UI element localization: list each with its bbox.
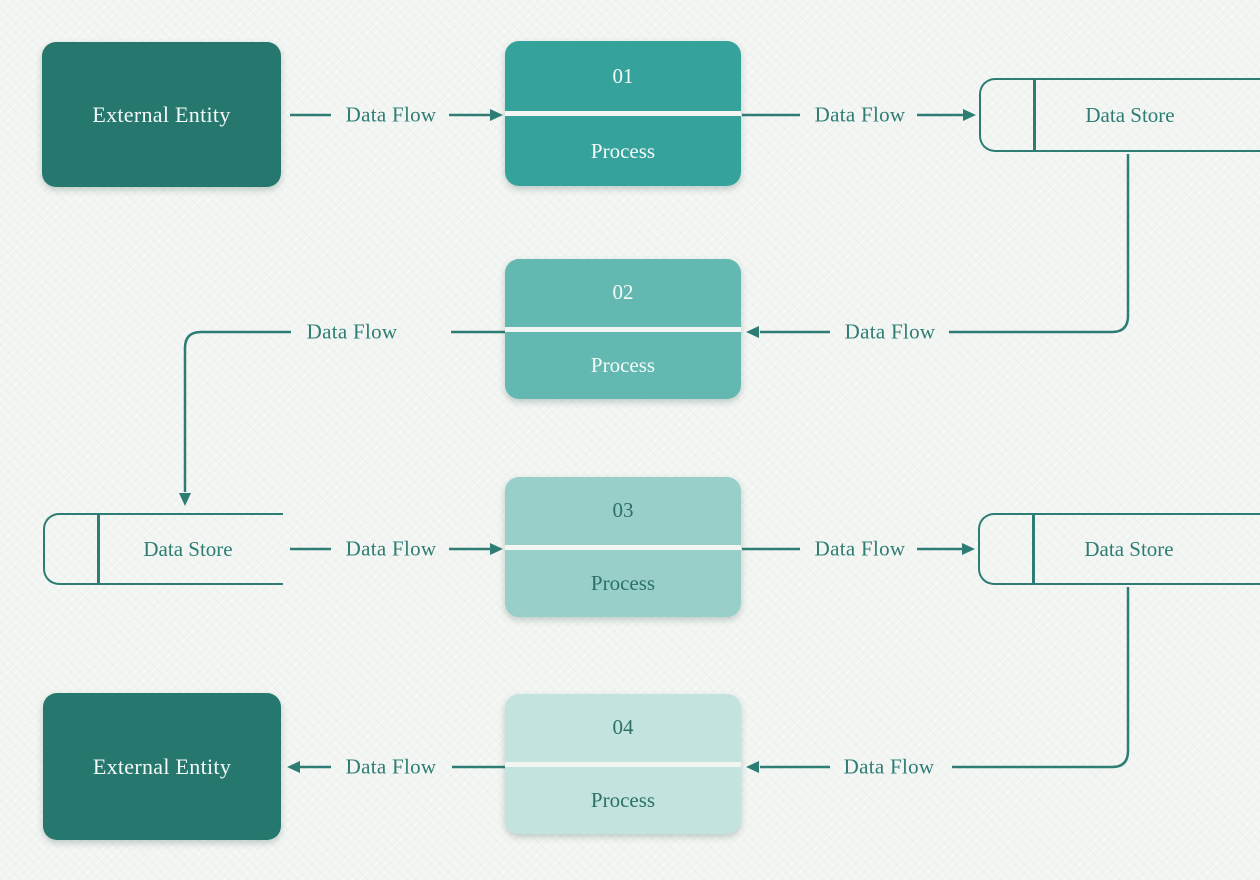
arrowhead [179,493,191,506]
process-divider [505,326,741,332]
external-entity-label: External Entity [92,753,232,779]
process-number: 01 [612,63,634,88]
data-store-middle-left[interactable]: Data Store [43,513,283,585]
arrowhead [962,543,975,555]
data-store-top-right[interactable]: Data Store [979,78,1260,152]
data-store-label: Data Store [143,536,233,561]
data-store-label: Data Store [1085,102,1175,127]
data-store-divider [1033,80,1036,150]
data-store-divider [1032,515,1035,583]
process-divider [505,111,741,116]
process-label: Process [590,787,656,812]
flow-line-elbow [952,587,1130,769]
process-label: Process [590,138,656,163]
process-04[interactable]: 04 Process [505,694,741,834]
process-label: Process [590,352,656,377]
flow-label-p03-to-ds-right[interactable]: Data Flow [814,536,906,561]
arrowhead [746,761,759,773]
flow-label-ee-top-to-p01[interactable]: Data Flow [345,102,437,127]
data-store-divider [97,515,100,583]
external-entity-label: External Entity [92,101,231,127]
process-number: 04 [612,715,634,740]
process-divider [505,544,741,550]
external-entity-top[interactable]: External Entity [42,42,281,187]
process-03[interactable]: 03 Process [505,477,741,617]
data-store-label: Data Store [1084,536,1174,561]
process-number: 02 [612,280,634,305]
data-store-middle-right[interactable]: Data Store [978,513,1260,585]
external-entity-bottom[interactable]: External Entity [43,693,281,840]
arrowhead [490,543,503,555]
arrowhead [490,109,503,121]
arrowhead [287,761,300,773]
flow-label-ds-right-to-p04[interactable]: Data Flow [843,754,935,779]
process-01[interactable]: 01 Process [505,41,741,186]
arrowhead [963,109,976,121]
arrowhead [746,326,759,338]
flow-label-p02-to-ds-left[interactable]: Data Flow [306,319,398,344]
flow-label-ds-top-to-p02[interactable]: Data Flow [844,319,936,344]
flow-label-p04-to-ee-bottom[interactable]: Data Flow [345,754,437,779]
process-label: Process [590,570,656,595]
flow-label-p01-to-ds-top[interactable]: Data Flow [814,102,906,127]
flow-label-ds-left-to-p03[interactable]: Data Flow [345,536,437,561]
flow-line-elbow [183,330,291,492]
process-divider [505,761,741,767]
flow-line-elbow [949,154,1130,334]
process-number: 03 [612,498,634,523]
process-02[interactable]: 02 Process [505,259,741,399]
